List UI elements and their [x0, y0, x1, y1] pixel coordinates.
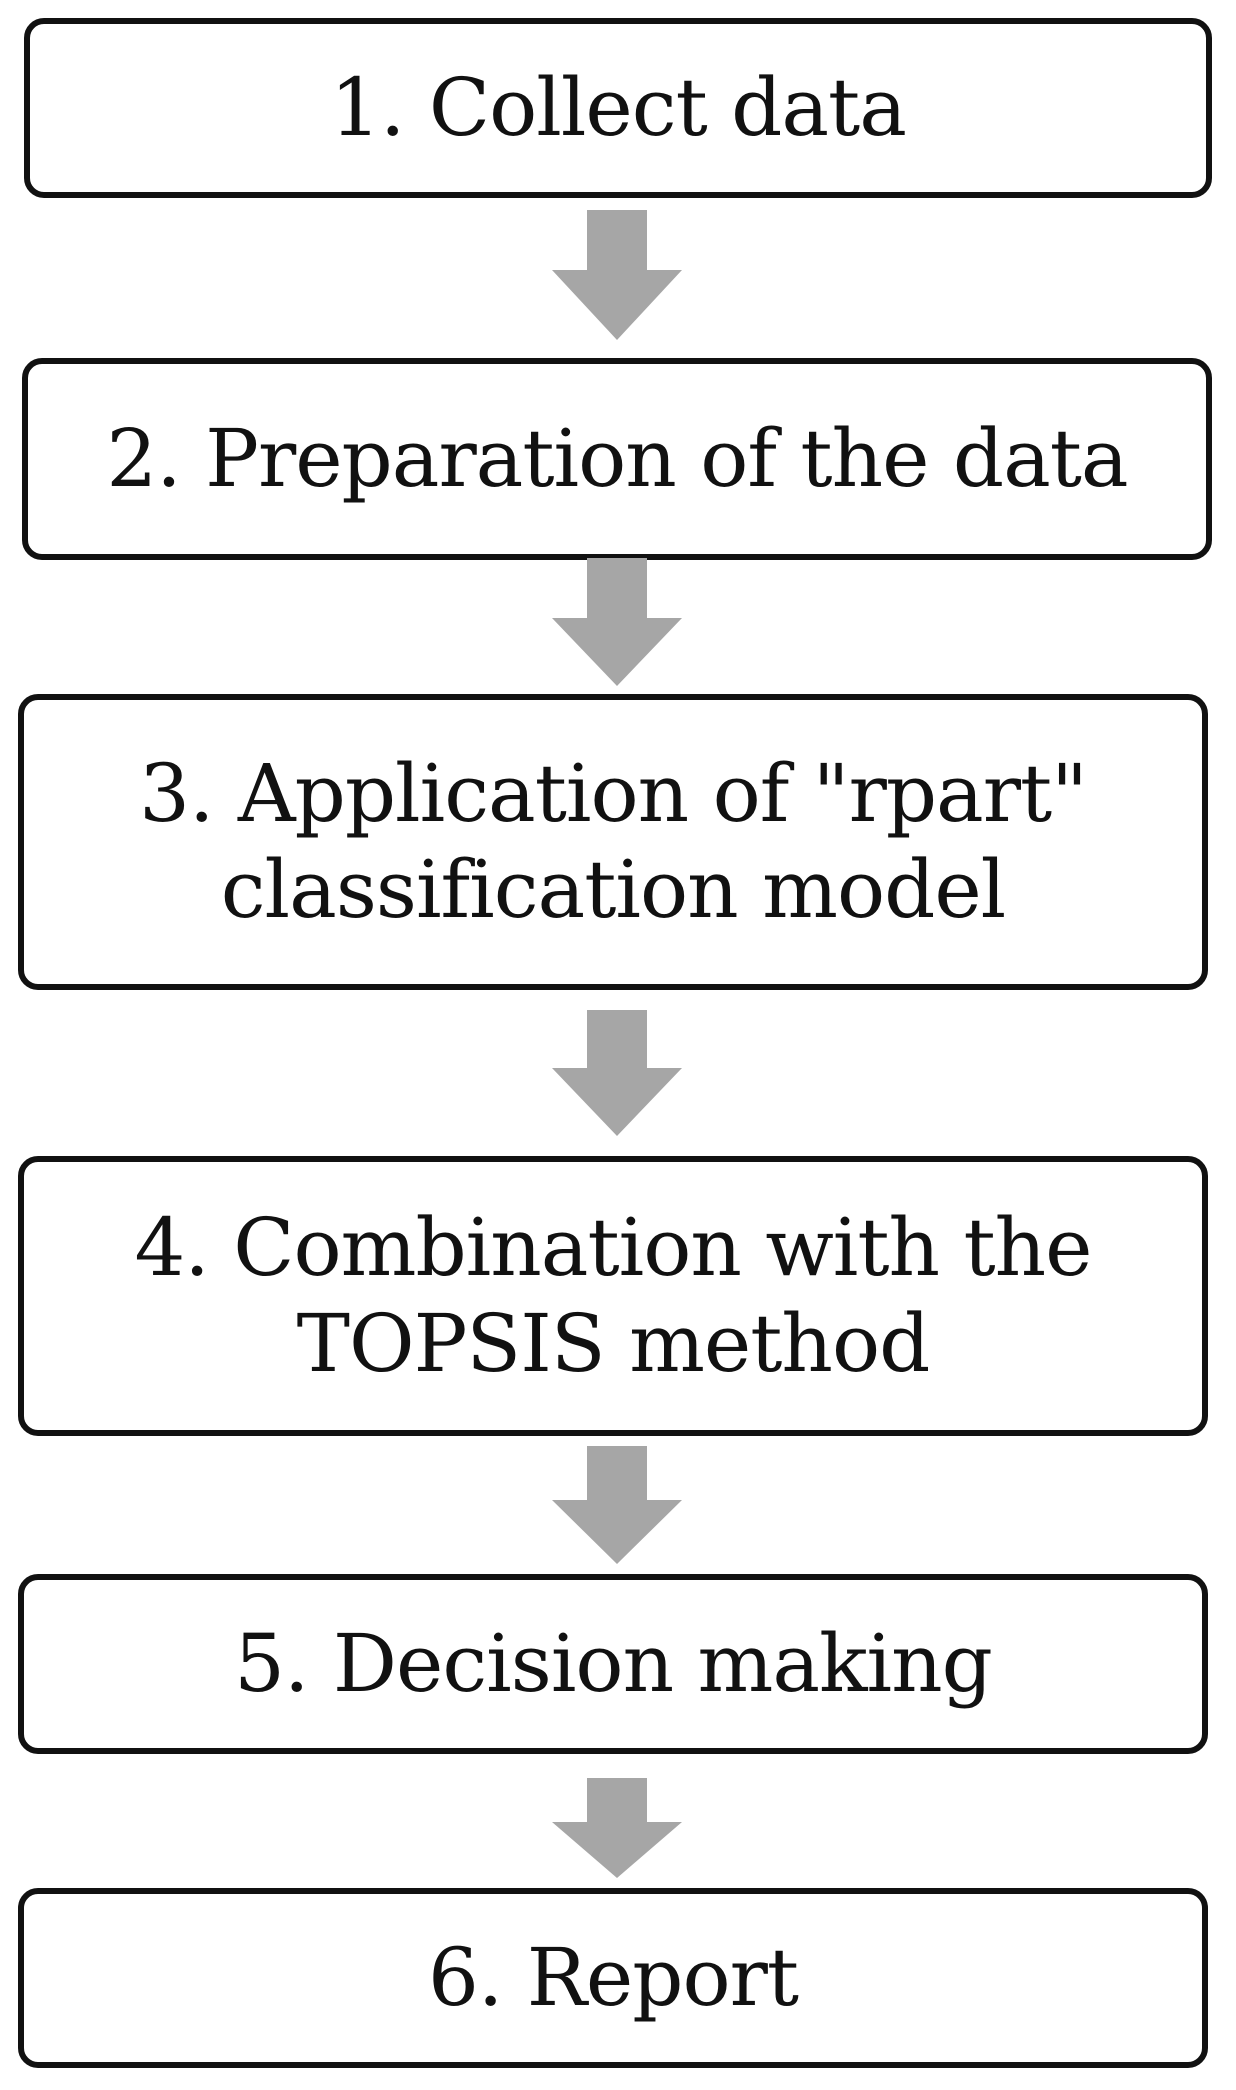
step-5-label: 5. Decision making	[234, 1617, 993, 1710]
arrow-down-icon	[542, 1010, 692, 1136]
step-6-label: 6. Report	[427, 1931, 799, 2024]
step-5-box: 5. Decision making	[18, 1574, 1208, 1754]
arrow-down-icon	[542, 210, 692, 340]
arrow-down-icon	[542, 1446, 692, 1564]
step-6-box: 6. Report	[18, 1888, 1208, 2068]
step-4-label: 4. Combination with the TOPSIS method	[134, 1201, 1092, 1390]
arrow-down-icon	[542, 558, 692, 686]
step-1-box: 1. Collect data	[24, 18, 1212, 198]
step-2-label: 2. Preparation of the data	[106, 412, 1128, 505]
step-2-box: 2. Preparation of the data	[22, 358, 1212, 560]
step-3-box: 3. Application of "rpart" classification…	[18, 694, 1208, 990]
step-4-box: 4. Combination with the TOPSIS method	[18, 1156, 1208, 1436]
step-3-label: 3. Application of "rpart" classification…	[139, 747, 1088, 936]
step-1-label: 1. Collect data	[330, 61, 907, 154]
arrow-down-icon	[542, 1778, 692, 1878]
